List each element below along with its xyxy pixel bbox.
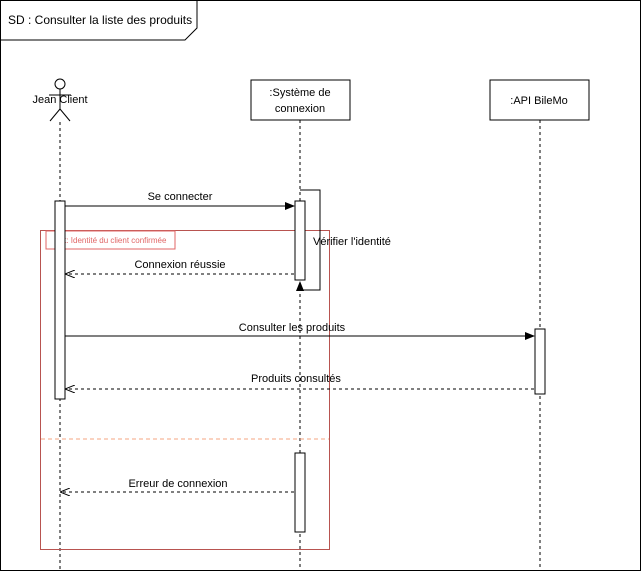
message-success-label: Connexion réussie <box>134 259 225 271</box>
message-consult-label: Consulter les produits <box>239 322 346 334</box>
activation-system-2 <box>294 452 306 533</box>
participant-api-label: :API BileMo <box>510 95 567 107</box>
message-verify-label: Vérifier l'identité <box>313 236 391 248</box>
alt-fragment <box>40 230 330 550</box>
frame-title-tab <box>0 0 198 41</box>
actor-label: Jean Client <box>32 94 87 106</box>
actor-icon <box>49 78 71 122</box>
participant-system-label-line1: :Système de <box>269 87 330 99</box>
activation-system-1 <box>294 200 306 281</box>
message-verify-arrow <box>296 189 321 291</box>
alt-guard-label: Alt: Identité du client confirmée <box>57 236 167 245</box>
message-connect-label: Se connecter <box>148 191 213 203</box>
frame-title: SD : Consulter la liste des produits <box>8 13 192 27</box>
message-consulted-label: Produits consultés <box>251 373 341 385</box>
activation-api <box>534 328 546 395</box>
activation-actor <box>54 200 66 400</box>
participant-system-label-line2: connexion <box>275 103 325 115</box>
message-error-label: Erreur de connexion <box>128 478 227 490</box>
alt-guard-box <box>45 230 176 250</box>
participant-api-box <box>489 79 590 121</box>
participant-system-box <box>250 79 351 121</box>
